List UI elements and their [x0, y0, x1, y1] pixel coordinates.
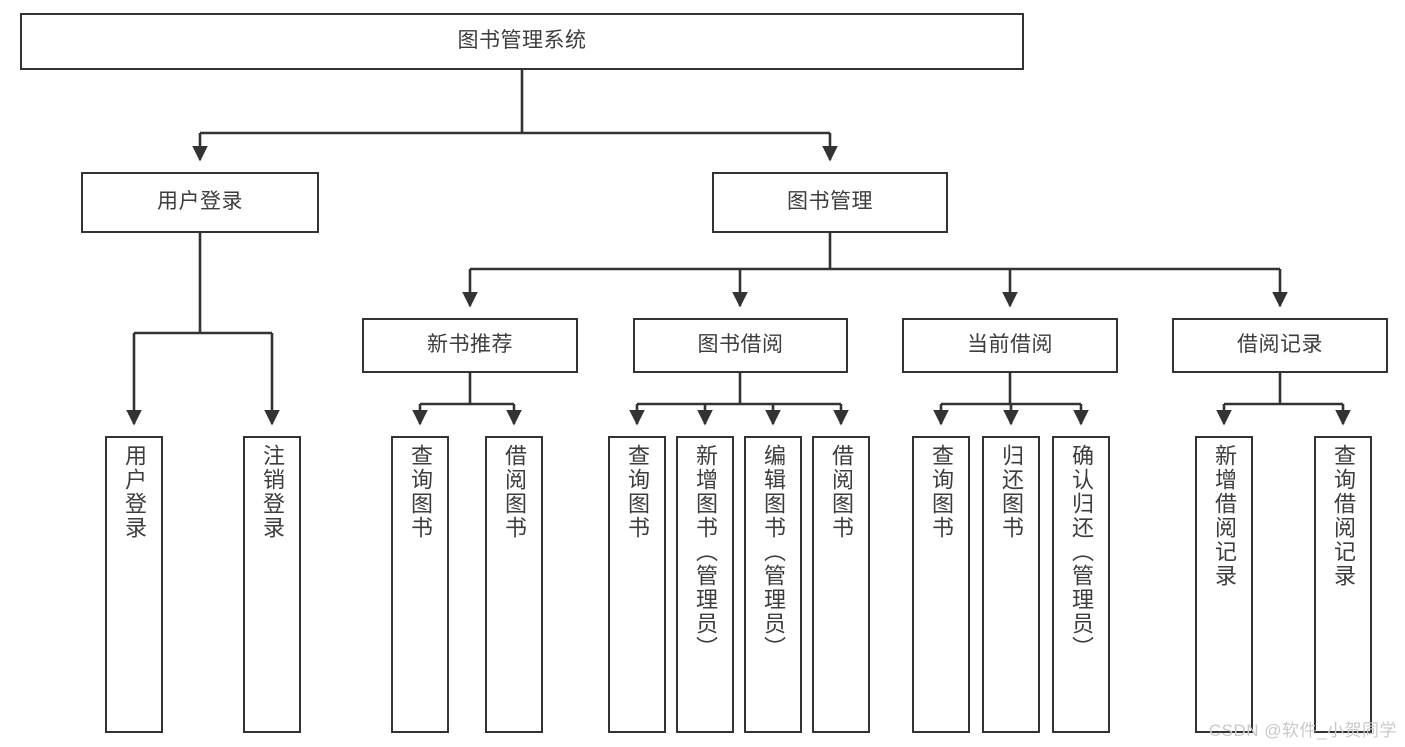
node-new-book-recommend[interactable]: 新书推荐 — [362, 318, 578, 373]
node-borrow-record[interactable]: 借阅记录 — [1172, 318, 1388, 373]
node-leaf-confirm-return-admin[interactable]: 确认归还（管理员） — [1052, 436, 1110, 733]
node-leaf-logout[interactable]: 注销登录 — [243, 436, 301, 733]
node-book-borrow[interactable]: 图书借阅 — [633, 318, 848, 373]
node-leaf-query-book-borrow-label: 查询图书 — [624, 444, 650, 540]
node-current-borrow[interactable]: 当前借阅 — [902, 318, 1118, 373]
node-leaf-borrow-book[interactable]: 借阅图书 — [812, 436, 870, 733]
node-current-borrow-label: 当前借阅 — [967, 333, 1053, 357]
watermark: CSDN @软件_小贺同学 — [1208, 721, 1397, 740]
node-book-manage-label: 图书管理 — [787, 190, 873, 214]
node-leaf-add-borrow-record[interactable]: 新增借阅记录 — [1195, 436, 1253, 733]
node-book-manage[interactable]: 图书管理 — [712, 172, 948, 233]
node-leaf-add-book-admin-label: 新增图书（管理员） — [692, 444, 718, 660]
node-leaf-confirm-return-admin-label: 确认归还（管理员） — [1068, 444, 1094, 660]
node-leaf-query-book-current[interactable]: 查询图书 — [912, 436, 970, 733]
node-leaf-add-borrow-record-label: 新增借阅记录 — [1211, 444, 1237, 588]
node-leaf-query-book-borrow[interactable]: 查询图书 — [608, 436, 666, 733]
node-leaf-borrow-book-label: 借阅图书 — [828, 444, 854, 540]
node-leaf-user-login-label: 用户登录 — [121, 444, 147, 540]
node-book-borrow-label: 图书借阅 — [697, 333, 784, 357]
node-leaf-add-book-admin[interactable]: 新增图书（管理员） — [676, 436, 734, 733]
node-leaf-query-book-rec[interactable]: 查询图书 — [391, 436, 449, 733]
node-leaf-edit-book-admin[interactable]: 编辑图书（管理员） — [744, 436, 802, 733]
node-leaf-edit-book-admin-label: 编辑图书（管理员） — [760, 444, 786, 660]
node-leaf-user-login[interactable]: 用户登录 — [105, 436, 163, 733]
node-leaf-query-borrow-record-label: 查询借阅记录 — [1330, 444, 1356, 588]
node-root-label: 图书管理系统 — [457, 29, 587, 53]
node-user-login[interactable]: 用户登录 — [81, 172, 319, 233]
node-leaf-query-borrow-record[interactable]: 查询借阅记录 — [1314, 436, 1372, 733]
node-leaf-borrow-book-rec[interactable]: 借阅图书 — [485, 436, 543, 733]
node-leaf-return-book-label: 归还图书 — [998, 444, 1024, 540]
node-user-login-label: 用户登录 — [157, 190, 243, 214]
node-root[interactable]: 图书管理系统 — [20, 13, 1024, 70]
node-borrow-record-label: 借阅记录 — [1237, 333, 1323, 357]
node-leaf-query-book-rec-label: 查询图书 — [407, 444, 433, 540]
node-new-book-recommend-label: 新书推荐 — [427, 333, 513, 357]
node-leaf-logout-label: 注销登录 — [259, 444, 285, 540]
node-leaf-query-book-current-label: 查询图书 — [928, 444, 954, 540]
node-leaf-borrow-book-rec-label: 借阅图书 — [501, 444, 527, 540]
node-leaf-return-book[interactable]: 归还图书 — [982, 436, 1040, 733]
